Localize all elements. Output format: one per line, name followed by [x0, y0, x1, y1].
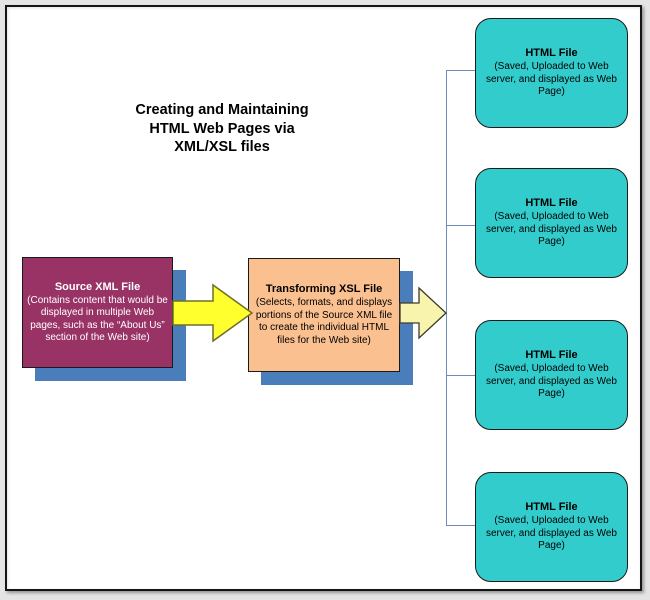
source-xml-node: Source XML File (Contains content that w…: [22, 257, 173, 368]
right-arrow-shape: [172, 283, 254, 343]
diagram-title-line-2: HTML Web Pages via: [149, 120, 295, 137]
connector-branch-line-2: [446, 225, 476, 226]
html-file-node-title: HTML File: [525, 197, 578, 210]
connector-vertical-line: [446, 70, 447, 526]
html-file-node-title: HTML File: [525, 47, 578, 60]
html-file-node-title: HTML File: [525, 349, 578, 362]
html-file-node-body: (Saved, Uploaded to Web server, and disp…: [485, 363, 617, 400]
html-file-node-title: HTML File: [525, 501, 578, 514]
html-file-node-body: (Saved, Uploaded to Web server, and disp…: [485, 515, 617, 552]
html-file-node-body: (Saved, Uploaded to Web server, and disp…: [485, 211, 617, 248]
xsl-node-body: (Selects, formats, and displays portions…: [255, 297, 393, 346]
right-arrow-icon-source-to-xsl: [172, 283, 254, 343]
html-file-node-3: HTML File (Saved, Uploaded to Web server…: [475, 320, 628, 430]
source-xml-node-body: (Contains content that would be displaye…: [27, 294, 168, 344]
diagram-title: Creating and Maintaining HTML Web Pages …: [110, 101, 334, 157]
html-file-node-body: (Saved, Uploaded to Web server, and disp…: [485, 61, 617, 98]
connector-branch-line-1: [446, 70, 476, 71]
html-file-node-2: HTML File (Saved, Uploaded to Web server…: [475, 168, 628, 278]
diagram-title-line-3: XML/XSL files: [174, 139, 270, 155]
html-file-node-1: HTML File (Saved, Uploaded to Web server…: [475, 18, 628, 128]
xsl-node: Transforming XSL File (Selects, formats,…: [248, 258, 400, 372]
right-arrow-shape: [399, 286, 447, 340]
right-arrow-icon-xsl-to-html: [399, 286, 447, 340]
html-file-node-4: HTML File (Saved, Uploaded to Web server…: [475, 472, 628, 582]
diagram-title-line-1: Creating and Maintaining: [135, 102, 309, 118]
source-xml-node-title: Source XML File: [54, 280, 141, 293]
connector-branch-line-3: [446, 375, 476, 376]
xsl-node-title: Transforming XSL File: [265, 283, 383, 295]
connector-branch-line-4: [446, 525, 476, 526]
